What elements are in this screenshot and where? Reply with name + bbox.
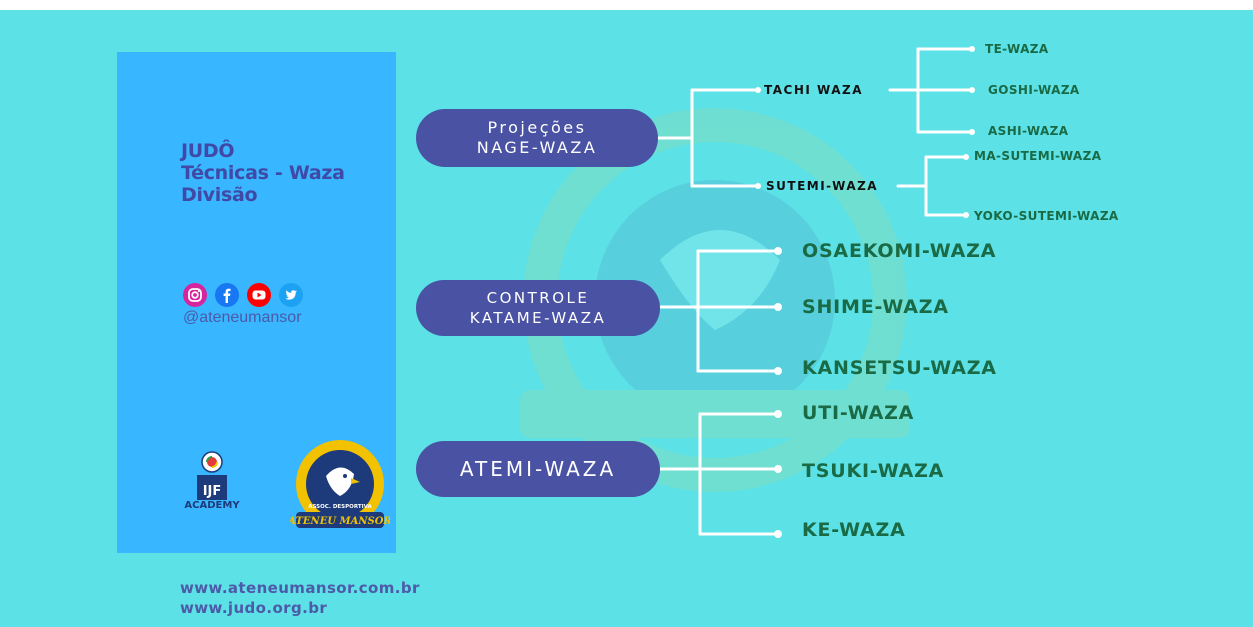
social-handle: @ateneumansor bbox=[183, 309, 302, 326]
footer-url-ateneumansor[interactable]: www.ateneumansor.com.br bbox=[180, 579, 420, 597]
leaf-ma-sutemi-waza: MA-SUTEMI-WAZA bbox=[974, 149, 1102, 163]
youtube-icon[interactable] bbox=[247, 283, 271, 307]
pill-katame-waza: CONTROLE KATAME-WAZA bbox=[416, 280, 660, 336]
ijf-academy-label: ACADEMY bbox=[184, 500, 240, 511]
info-sidebar: JUDÔ Técnicas - Waza Divisão @ateneumans… bbox=[117, 52, 396, 553]
facebook-icon[interactable] bbox=[215, 283, 239, 307]
sidebar-title-divisao: Divisão bbox=[181, 184, 258, 206]
pill-atemi-waza-line1: ATEMI-WAZA bbox=[459, 457, 617, 481]
pill-atemi-waza: ATEMI-WAZA bbox=[416, 441, 660, 497]
leaf-ke-waza: KE-WAZA bbox=[802, 519, 906, 541]
leaf-goshi-waza: GOSHI-WAZA bbox=[988, 83, 1080, 97]
instagram-icon[interactable] bbox=[183, 283, 207, 307]
ijf-logo-text: IJF bbox=[203, 484, 222, 499]
leaf-uti-waza: UTI-WAZA bbox=[802, 402, 915, 424]
emblem-name-text: ATENEU MANSOR bbox=[290, 516, 390, 527]
emblem-assoc-text: ASSOC. DESPORTIVA bbox=[308, 504, 372, 510]
infographic-canvas: JUDÔ Técnicas - Waza Divisão @ateneumans… bbox=[0, 10, 1253, 627]
leaf-kansetsu-waza: KANSETSU-WAZA bbox=[802, 357, 997, 379]
pill-katame-waza-line2: KATAME-WAZA bbox=[469, 309, 607, 327]
leaf-shime-waza: SHIME-WAZA bbox=[802, 296, 949, 318]
pill-nage-waza-line2: NAGE-WAZA bbox=[476, 138, 598, 157]
ateneu-mansor-emblem: ASSOC. DESPORTIVA ATENEU MANSOR bbox=[290, 440, 390, 528]
sidebar-title-judo: JUDÔ bbox=[181, 140, 235, 162]
leaf-te-waza: TE-WAZA bbox=[985, 42, 1049, 56]
leaf-yoko-sutemi-waza: YOKO-SUTEMI-WAZA bbox=[974, 209, 1119, 223]
twitter-icon[interactable] bbox=[279, 283, 303, 307]
social-links bbox=[183, 283, 303, 307]
sidebar-title-tecnicas: Técnicas - Waza bbox=[181, 162, 345, 184]
pill-katame-waza-line1: CONTROLE bbox=[486, 289, 590, 307]
ijf-academy-logo: IJF ACADEMY bbox=[177, 450, 247, 526]
branch-sutemi-waza: SUTEMI-WAZA bbox=[766, 179, 879, 193]
pill-nage-waza-line1: Projeções bbox=[487, 118, 587, 137]
pill-nage-waza: Projeções NAGE-WAZA bbox=[416, 109, 658, 167]
leaf-ashi-waza: ASHI-WAZA bbox=[988, 124, 1069, 138]
footer-url-judo-org[interactable]: www.judo.org.br bbox=[180, 599, 328, 617]
branch-tachi-waza: TACHI WAZA bbox=[764, 83, 864, 97]
leaf-osaekomi-waza: OSAEKOMI-WAZA bbox=[802, 240, 997, 262]
leaf-tsuki-waza: TSUKI-WAZA bbox=[802, 460, 945, 482]
